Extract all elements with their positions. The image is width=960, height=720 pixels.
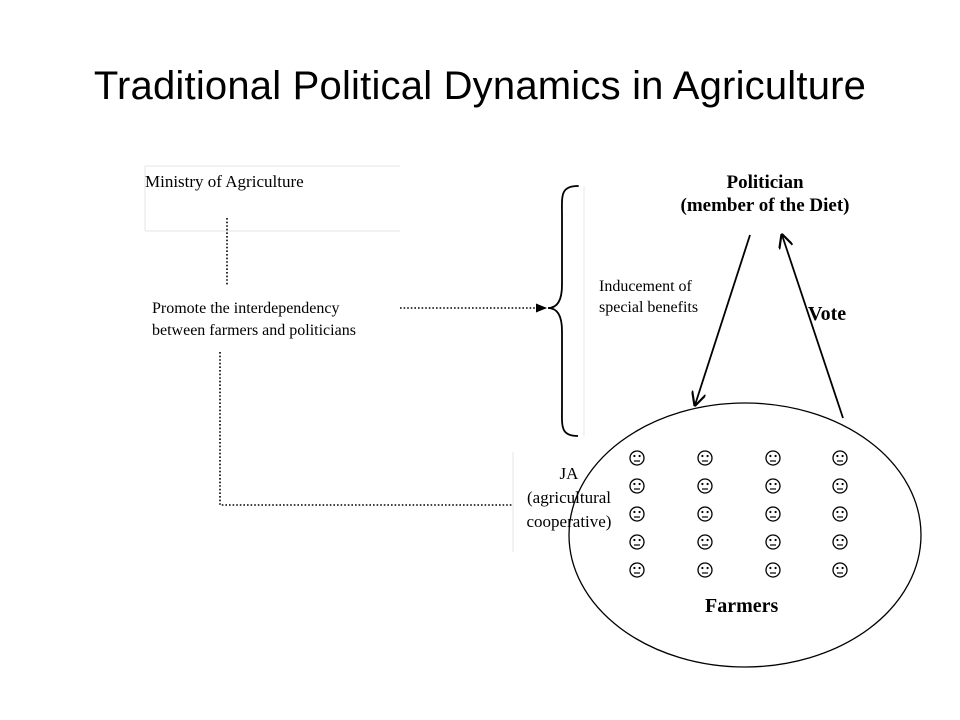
neutral-face-icon xyxy=(697,478,713,494)
neutral-face-icon xyxy=(629,562,645,578)
vote-arrow xyxy=(782,235,844,419)
neutral-face-icon xyxy=(765,506,781,522)
farmer-face-grid xyxy=(629,450,848,578)
neutral-face-icon xyxy=(629,506,645,522)
ja-line-3: cooperative) xyxy=(526,511,612,531)
politician-label: Politician (member of the Diet) xyxy=(655,172,875,218)
neutral-face-icon xyxy=(832,478,848,494)
promote-to-ja-connector xyxy=(219,352,512,506)
slide-title: Traditional Political Dynamics in Agricu… xyxy=(93,64,867,108)
neutral-face-icon xyxy=(765,450,781,466)
inducement-line-1: Inducement of xyxy=(599,278,692,295)
curly-brace xyxy=(547,185,579,437)
ja-label: JA (agricultural cooperative) xyxy=(522,462,616,533)
neutral-face-icon xyxy=(697,534,713,550)
inducement-line-2: special benefits xyxy=(599,298,699,316)
promote-line-1: Promote the interdependency xyxy=(152,300,340,317)
neutral-face-icon xyxy=(697,450,713,466)
politician-to-farmers-arrow xyxy=(695,234,751,405)
neutral-face-icon xyxy=(832,506,848,522)
neutral-face-icon xyxy=(697,562,713,578)
neutral-face-icon xyxy=(765,534,781,550)
politician-line-1: Politician xyxy=(726,172,804,193)
vote-label: Vote xyxy=(808,303,847,325)
ja-line-2: (agricultural xyxy=(526,487,611,507)
inducement-label: Inducement of special benefits xyxy=(599,277,698,319)
ministry-label: Ministry of Agriculture xyxy=(145,172,304,191)
neutral-face-icon xyxy=(765,562,781,578)
farmers-ellipse xyxy=(568,402,922,668)
promote-line-2: between farmers and politicians xyxy=(152,321,356,339)
farmers-label: Farmers xyxy=(705,595,779,617)
neutral-face-icon xyxy=(765,478,781,494)
neutral-face-icon xyxy=(697,506,713,522)
neutral-face-icon xyxy=(832,562,848,578)
neutral-face-icon xyxy=(832,534,848,550)
promote-label: Promote the interdependency between farm… xyxy=(152,298,356,341)
neutral-face-icon xyxy=(832,450,848,466)
politician-line-2: (member of the Diet) xyxy=(680,194,850,216)
ja-line-1: JA xyxy=(559,464,579,483)
neutral-face-icon xyxy=(629,534,645,550)
neutral-face-icon xyxy=(629,478,645,494)
neutral-face-icon xyxy=(629,450,645,466)
